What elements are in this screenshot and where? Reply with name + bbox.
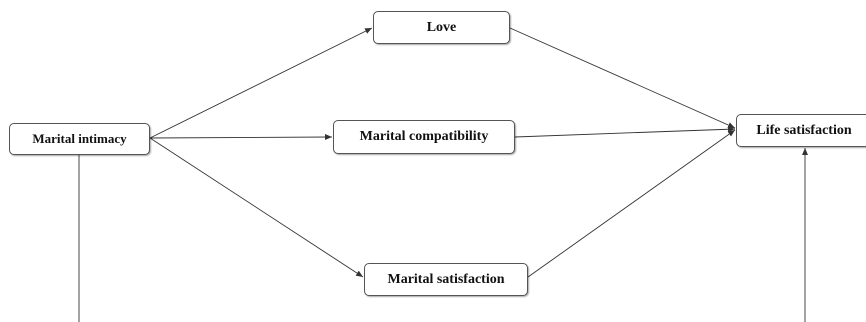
edge-intimacy-to-satisfaction (149, 137, 364, 278)
life-satisfaction-label: Life satisfaction (756, 122, 852, 138)
love-label: Love (426, 19, 457, 35)
marital-satisfaction-node: Marital satisfaction (364, 263, 528, 296)
life-satisfaction-node: Life satisfaction (736, 114, 866, 147)
edge-satisfaction-to-life-satisfaction (527, 129, 736, 278)
marital-intimacy-node: Marital intimacy (9, 123, 150, 155)
marital-compatibility-label: Marital compatibility (359, 129, 489, 144)
marital-compatibility-node: Marital compatibility (333, 120, 515, 154)
marital-intimacy-label: Marital intimacy (32, 131, 127, 146)
edge-compatibility-to-life-satisfaction (514, 126, 736, 138)
edge-love-to-life-satisfaction (509, 27, 736, 129)
marital-satisfaction-label: Marital satisfaction (387, 271, 505, 287)
love-node: Love (373, 11, 510, 44)
edge-intimacy-to-compatibility (149, 134, 333, 141)
edge-intimacy-to-love (149, 27, 373, 139)
